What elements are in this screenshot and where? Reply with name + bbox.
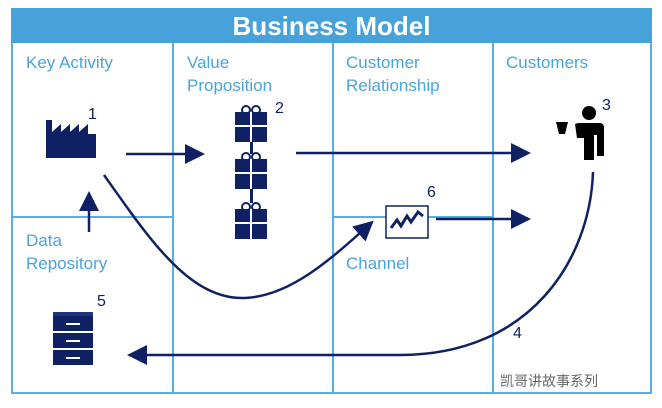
label-line: Customer — [346, 53, 420, 72]
label-line: Proposition — [187, 76, 273, 95]
filing-cabinet-icon — [53, 312, 93, 365]
section-key-activity: Key Activity — [26, 53, 113, 72]
flow-arrows — [79, 143, 595, 365]
step-number: 1 — [88, 106, 97, 123]
section-customers: Customers — [506, 53, 589, 72]
watermark: 凯哥讲故事系列 — [500, 373, 598, 389]
divider — [11, 216, 173, 218]
gift-icon — [235, 105, 267, 239]
label-line: Relationship — [346, 76, 440, 95]
step-number: 5 — [97, 293, 106, 310]
label-line: Repository — [26, 254, 108, 273]
label-line: Data — [26, 231, 62, 250]
step-number: 2 — [275, 100, 284, 117]
step-number: 3 — [602, 97, 611, 114]
section-channel: Channel — [346, 254, 410, 273]
step-number: 6 — [427, 184, 436, 201]
step-number: 4 — [513, 325, 522, 342]
page-title: Business Model — [11, 8, 652, 43]
channel-chart-icon — [385, 205, 429, 239]
factory-icon — [46, 120, 96, 158]
divider — [172, 43, 174, 394]
customer-person-icon — [556, 106, 604, 160]
divider — [332, 43, 334, 394]
label-line: Value — [187, 53, 230, 72]
